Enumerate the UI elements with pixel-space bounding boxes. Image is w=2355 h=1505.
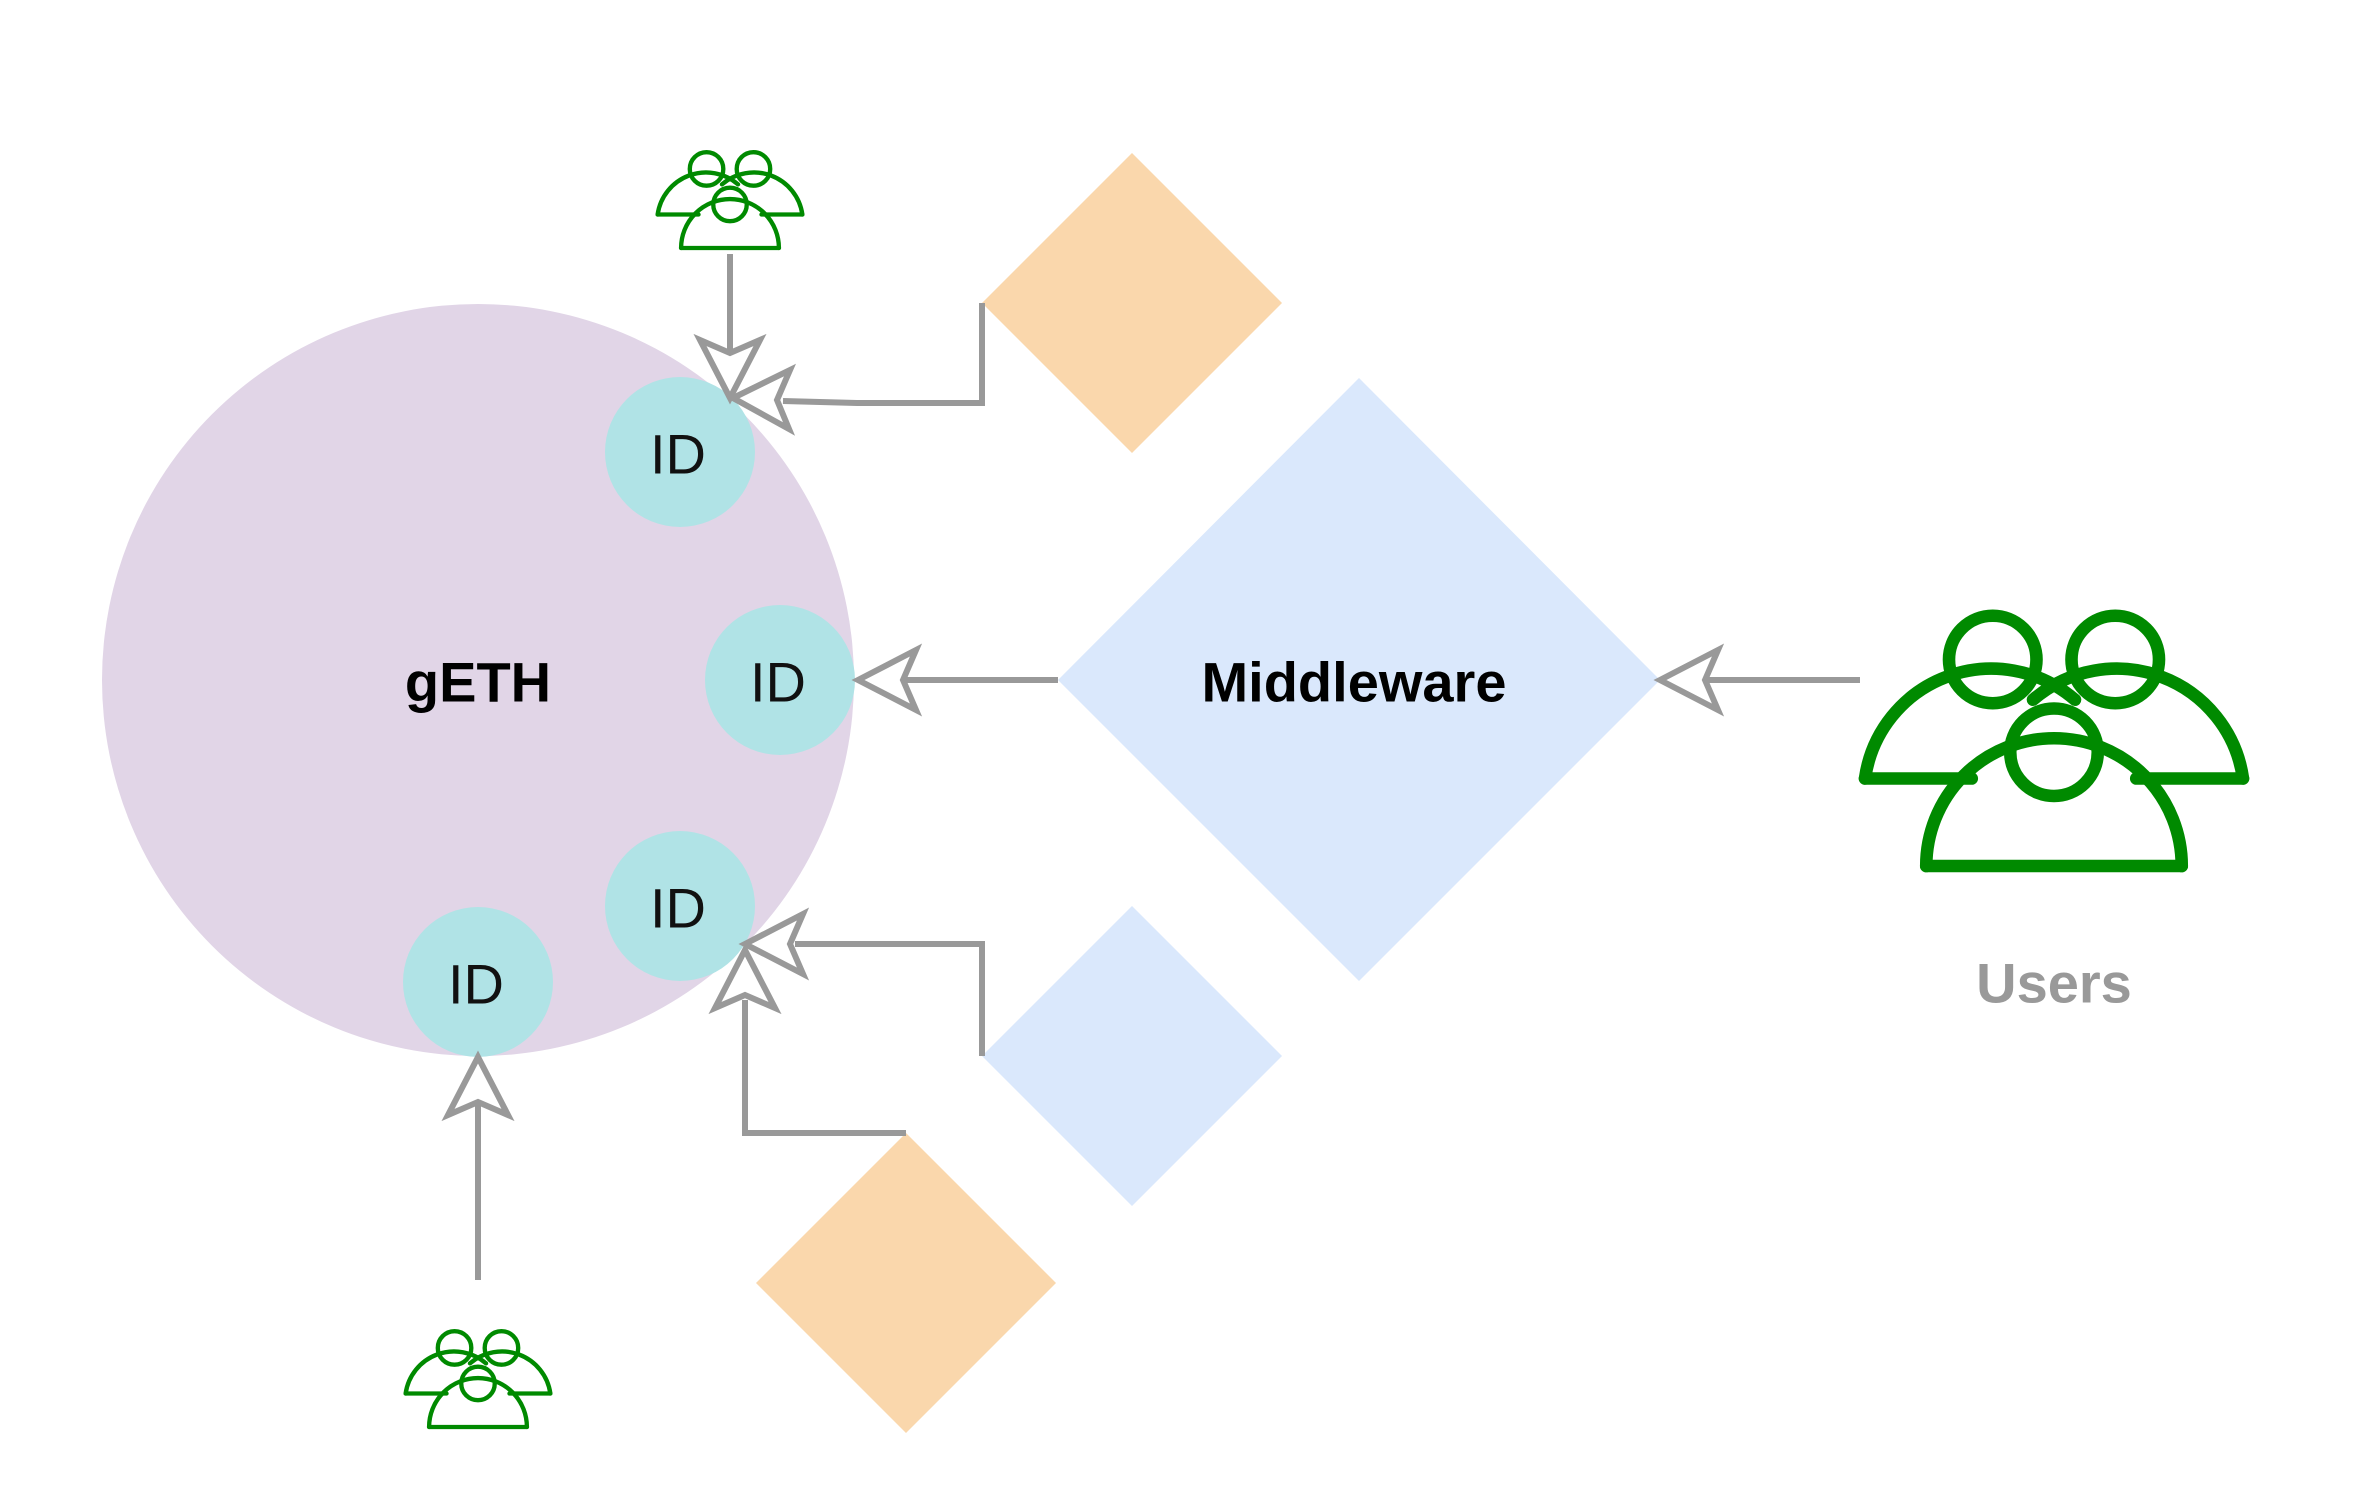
arrowhead-into-middleware bbox=[1653, 643, 1725, 717]
id-circle-1[interactable] bbox=[605, 377, 755, 527]
id-circle-4[interactable] bbox=[403, 907, 553, 1057]
arrowhead-topgroup bbox=[693, 333, 767, 405]
orange-diamond-top[interactable] bbox=[982, 153, 1282, 453]
users-label: Users bbox=[1976, 952, 2132, 1015]
arrowhead-bottomgroup bbox=[441, 1050, 515, 1122]
users-group-icon[interactable] bbox=[1864, 614, 2244, 867]
users-group-icon-bottom[interactable] bbox=[405, 1330, 551, 1428]
arrowhead-orange-top bbox=[726, 363, 796, 436]
arrowhead-blue-small bbox=[738, 907, 810, 981]
geth-label: gETH bbox=[405, 651, 551, 714]
id-label-1: ID bbox=[650, 423, 706, 486]
middleware-diamond[interactable] bbox=[1058, 378, 1660, 981]
id-label-4: ID bbox=[448, 953, 504, 1016]
arrow-orange-bottom-to-id bbox=[742, 1000, 906, 1136]
blue-diamond-small[interactable] bbox=[982, 906, 1282, 1206]
arrowhead-orange-bottom bbox=[708, 943, 782, 1015]
orange-diamond-bottom[interactable] bbox=[756, 1133, 1056, 1433]
users-group-icon-top[interactable] bbox=[657, 151, 803, 249]
id-label-3: ID bbox=[650, 877, 706, 940]
middleware-label: Middleware bbox=[1202, 651, 1507, 714]
id-label-2: ID bbox=[750, 651, 806, 714]
arrowhead-into-id-2 bbox=[851, 643, 923, 717]
arrow-orange-top-to-id bbox=[782, 303, 985, 406]
id-circle-2[interactable] bbox=[705, 605, 855, 755]
id-circle-3[interactable] bbox=[605, 831, 755, 981]
arrow-blue-small-to-id bbox=[795, 941, 985, 1056]
